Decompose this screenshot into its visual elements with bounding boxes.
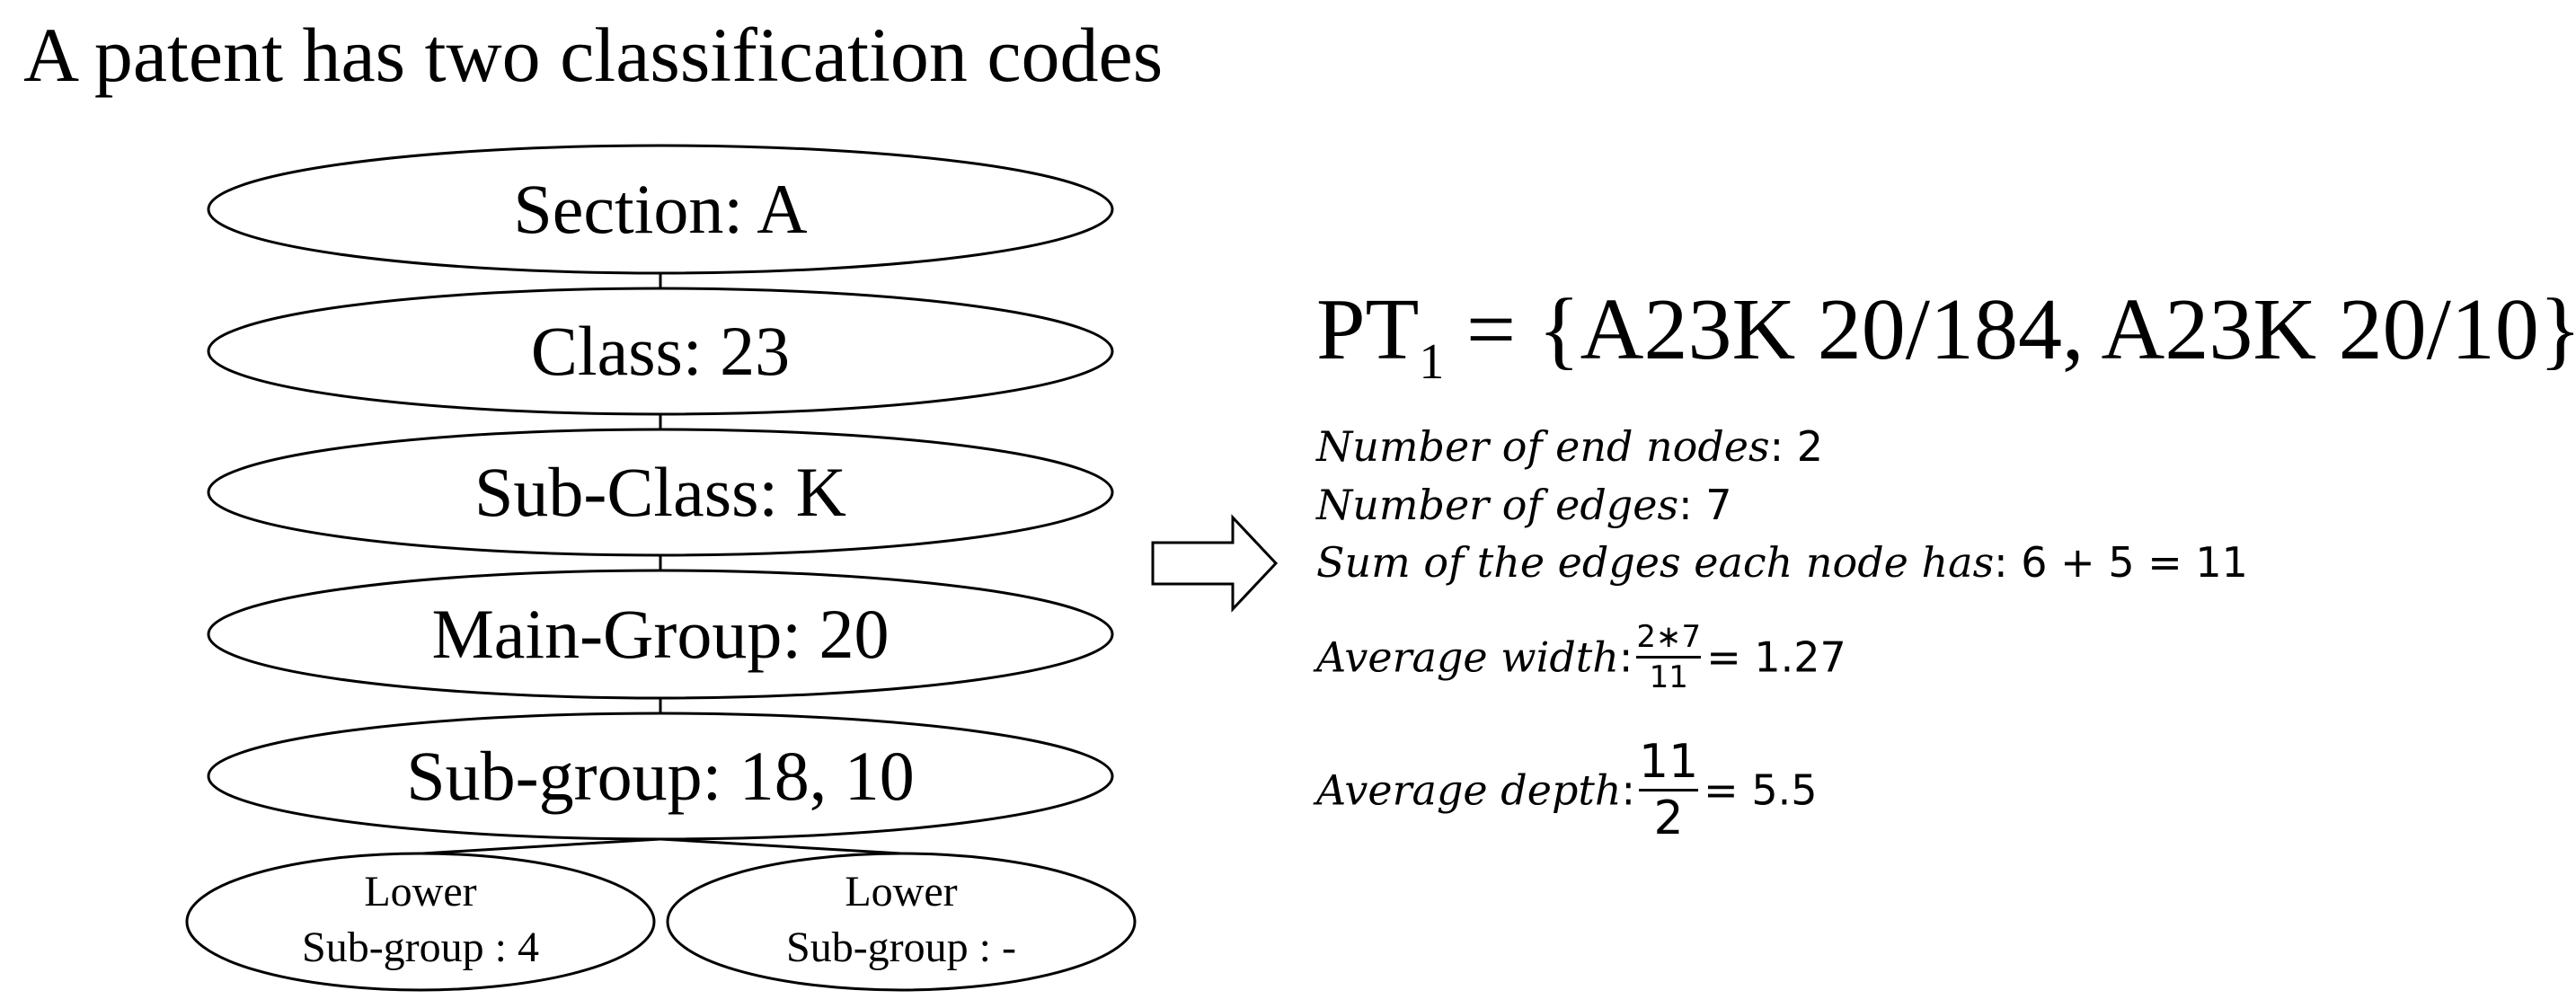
node-maingroup: Main-Group: 20 (431, 595, 890, 673)
leaf-right-line2: Sub-group : - (786, 924, 1016, 972)
avg-width-result: = 1.27 (1706, 632, 1846, 682)
stat-edges: Number of edges: 7 (1316, 481, 1732, 529)
tree-shapes (185, 144, 1137, 992)
formula-prefix: PT (1316, 281, 1420, 378)
stat-sum-edges: Sum of the edges each node has: 6 + 5 = … (1316, 538, 2248, 587)
node-ellipse-subclass (207, 428, 1114, 557)
edge-subgroup-leaf-left (421, 837, 661, 855)
node-ellipse-subgroup (207, 712, 1114, 841)
avg-depth-numerator: 11 (1639, 735, 1699, 789)
patent-formula: PT1 = {A23K 20/184, A23K 20/10} (1316, 286, 2576, 387)
stat-edges-value: 7 (1705, 481, 1732, 529)
stat-avg-width-label: Average width (1316, 632, 1619, 682)
node-class: Class: 23 (530, 312, 791, 390)
leaf-ellipse-left (185, 852, 656, 992)
avg-width-denominator: 11 (1649, 659, 1688, 695)
stat-avg-depth-label: Average depth (1316, 765, 1622, 815)
stat-end-nodes-value: 2 (1796, 422, 1824, 471)
node-ellipse-maingroup (207, 569, 1114, 700)
leaf-left-line2: Sub-group : 4 (302, 924, 539, 972)
leaf-left-line1: Lower (364, 868, 477, 915)
node-subgroup: Sub-group: 18, 10 (406, 737, 915, 815)
edge-subgroup-leaf-right (659, 837, 902, 855)
leaf-right: Lower Sub-group : - (677, 864, 1126, 977)
stat-edges-label: Number of edges (1316, 481, 1679, 529)
node-ellipse-section (207, 144, 1114, 275)
leaf-ellipse-right (666, 852, 1137, 992)
node-ellipse-class (207, 287, 1114, 416)
node-subclass: Sub-Class: K (474, 453, 846, 531)
formula-subscript: 1 (1419, 334, 1445, 390)
stat-sum-edges-label: Sum of the edges each node has (1316, 538, 1995, 587)
avg-depth-result: = 5.5 (1704, 765, 1818, 815)
stat-sum-edges-value: 6 + 5 = 11 (2021, 538, 2248, 587)
arrow-right-icon (1151, 514, 1279, 613)
stat-end-nodes-label: Number of end nodes (1316, 422, 1770, 471)
stat-end-nodes: Number of end nodes: 2 (1316, 422, 1824, 471)
classification-tree: Section: A Class: 23 Sub-Class: K Main-G… (0, 0, 1168, 1008)
leaf-right-line1: Lower (845, 868, 958, 915)
page-title: A patent has two classification codes (23, 12, 1164, 98)
avg-depth-denominator: 2 (1653, 791, 1684, 845)
node-section: Section: A (513, 170, 808, 248)
avg-width-numerator: 2∗7 (1636, 619, 1702, 655)
leaf-left: Lower Sub-group : 4 (196, 864, 645, 977)
formula-body: = {A23K 20/184, A23K 20/10} (1444, 281, 2576, 378)
